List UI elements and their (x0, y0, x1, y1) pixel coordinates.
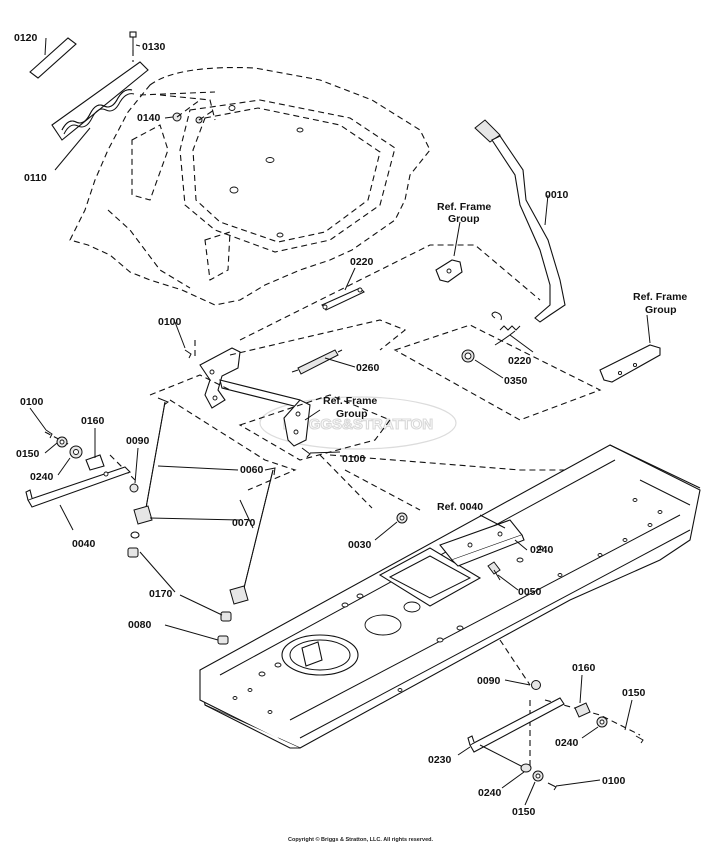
frame-bracket-center (283, 399, 311, 447)
watermark: BRIGGS&STRATTON (259, 396, 457, 450)
copyright-notice: Copyright © Briggs & Stratton, LLC. All … (287, 837, 434, 843)
label-0160-right: 0160 (572, 662, 596, 674)
decal-strip (29, 37, 77, 79)
label-0140: 0140 (137, 112, 161, 124)
clevis-0070 (133, 505, 249, 605)
label-0010: 0010 (545, 189, 569, 201)
label-0240-left: 0240 (30, 471, 54, 483)
label-0030: 0030 (348, 539, 372, 551)
spring-0260 (291, 349, 343, 375)
spring-0220-lower (491, 311, 521, 346)
label-ref-frame-group-1-line1: Ref. Frame (437, 201, 491, 213)
label-0150-bottom: 0150 (512, 806, 536, 818)
pin-0100-upper (184, 349, 192, 359)
label-0150-right: 0150 (622, 687, 646, 699)
label-0060: 0060 (240, 464, 264, 476)
label-0130: 0130 (142, 41, 166, 53)
dashed-leaders (44, 244, 641, 770)
nut-0140 (172, 99, 215, 124)
watermark-text: BRIGGS&STRATTON (283, 416, 433, 433)
frame-bracket-upper (435, 259, 463, 283)
label-0240-center: 0240 (530, 544, 554, 556)
label-ref-frame-group-3-line2: Group (336, 408, 368, 420)
frame-bracket-right (599, 344, 661, 383)
label-0050: 0050 (518, 586, 542, 598)
label-0160-left: 0160 (81, 415, 105, 427)
pin-0100-center (301, 447, 311, 458)
shift-plate-ref-0040 (439, 519, 525, 567)
nut-0090-left (129, 483, 139, 493)
label-0260: 0260 (356, 362, 380, 374)
label-ref-frame-group-1-line2: Group (448, 213, 480, 225)
label-ref-frame-group-3-line1: Ref. Frame (323, 395, 377, 407)
spring-0220-upper (321, 287, 365, 311)
label-0240-right: 0240 (555, 737, 579, 749)
bracket-0040-left (25, 466, 132, 508)
left-hardware (45, 429, 105, 471)
label-0100-left: 0100 (20, 396, 44, 408)
label-0040: 0040 (72, 538, 96, 550)
label-0100-center: 0100 (342, 453, 366, 465)
bushings-0080-0170 (127, 531, 232, 645)
label-0220-lower: 0220 (508, 355, 532, 367)
label-0090-right: 0090 (477, 675, 501, 687)
label-0070: 0070 (232, 517, 256, 529)
label-0150-left: 0150 (16, 448, 40, 460)
label-0120: 0120 (14, 32, 38, 44)
label-ref-frame-group-2-line1: Ref. Frame (633, 291, 687, 303)
rod-0060-left (145, 397, 170, 509)
label-0170: 0170 (149, 588, 173, 600)
screw-0130 (129, 31, 137, 62)
main-frame (199, 444, 701, 749)
seat-spring-plate (51, 61, 149, 141)
shift-lever (474, 119, 566, 323)
part-labels: 0120 0130 0140 0110 0010 0220 0220 0100 … (14, 32, 687, 818)
dash-panel-outline (69, 66, 431, 306)
label-ref-0040: Ref. 0040 (437, 501, 483, 513)
label-0100-bottom: 0100 (602, 775, 626, 787)
label-0080: 0080 (128, 619, 152, 631)
bolt-0050 (487, 561, 501, 581)
bushing-0350 (461, 349, 475, 363)
label-0230: 0230 (428, 754, 452, 766)
label-0110: 0110 (24, 172, 47, 184)
shift-bracket-assembly (199, 347, 303, 409)
rod-0060-right (242, 467, 276, 593)
right-hardware (467, 680, 644, 791)
bushing-0030 (396, 512, 408, 524)
label-ref-frame-group-2-line2: Group (645, 304, 677, 316)
leader-lines (29, 37, 651, 806)
label-0350: 0350 (504, 375, 528, 387)
label-0100-upper: 0100 (158, 316, 182, 328)
label-0220-upper: 0220 (350, 256, 374, 268)
label-0240-bottom: 0240 (478, 787, 502, 799)
label-0090-left: 0090 (126, 435, 150, 447)
